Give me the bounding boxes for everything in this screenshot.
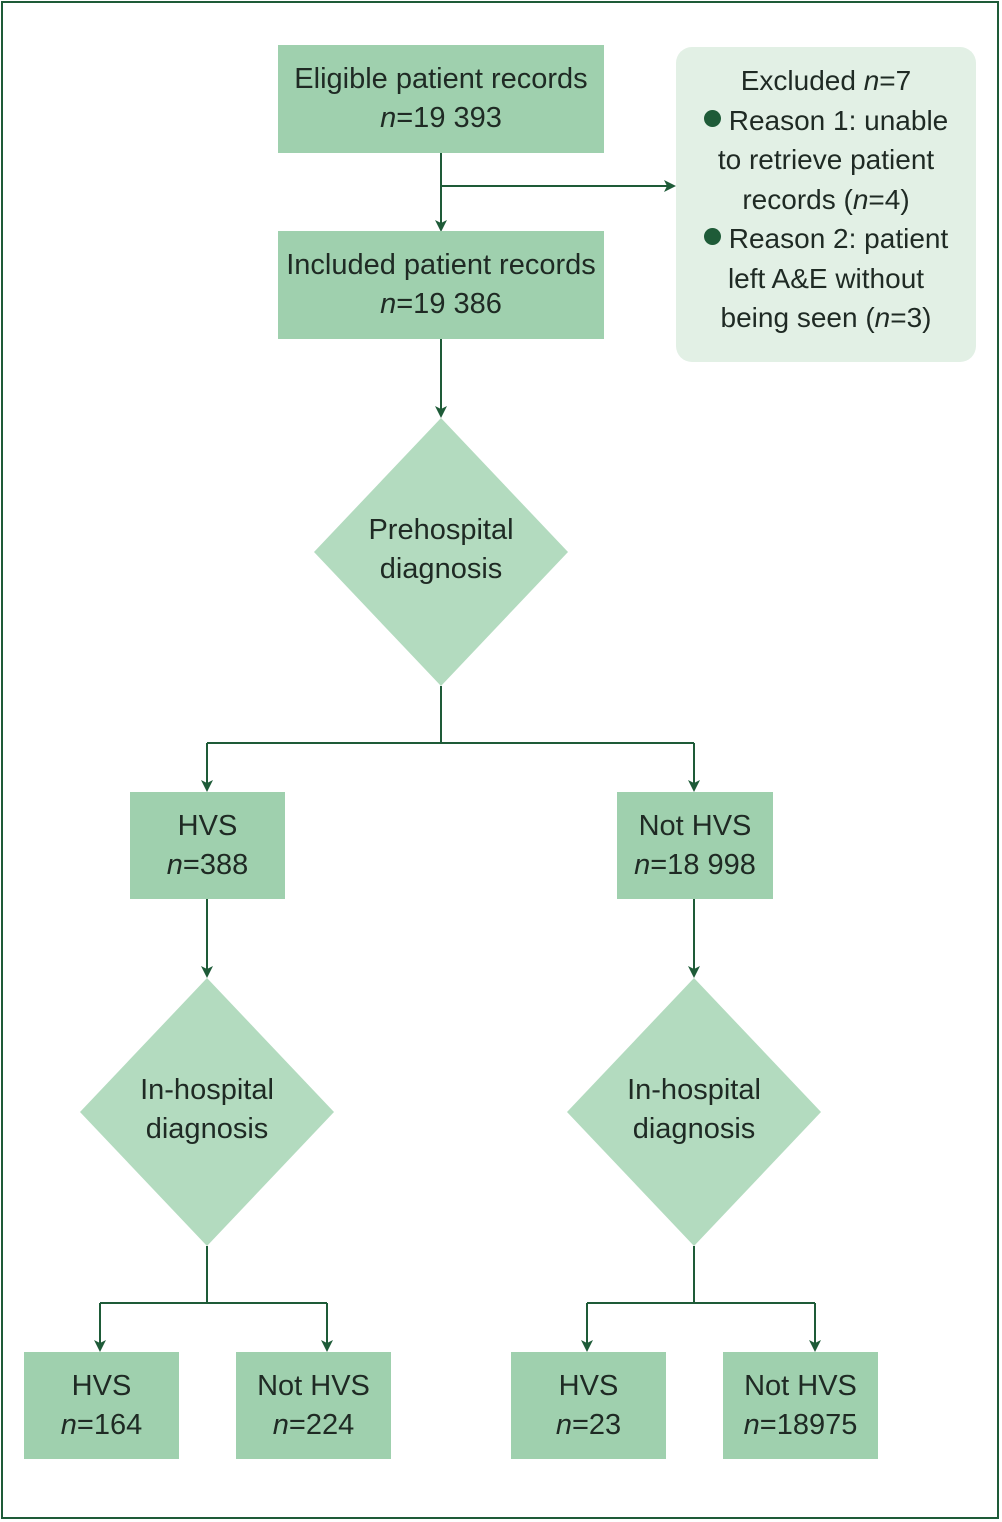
outcome-not-hvs-right-box: Not HVS n=18975 xyxy=(723,1352,878,1459)
bullet-icon xyxy=(703,109,721,127)
excluded-title: Excluded xyxy=(740,65,856,96)
inhospital-diamond-right xyxy=(567,978,821,1246)
excluded-reason-1-line-2: to retrieve patient xyxy=(717,144,935,175)
outcome-not-hvs-left-box: Not HVS n=224 xyxy=(236,1352,391,1459)
excluded-reason-1-line-3: records (n=4) xyxy=(742,183,910,215)
bullet-icon xyxy=(703,228,721,245)
eligible-n-prefix: n xyxy=(380,102,397,134)
eligible-n-value: =19 393 xyxy=(396,102,502,134)
included-n-value: =19 386 xyxy=(396,288,502,320)
included-records-box: Included patient records n=19 386 xyxy=(278,231,604,339)
outcome-hvs-right-box: HVS n=23 xyxy=(511,1352,666,1459)
eligible-records-box: Eligible patient records n=19 393 xyxy=(278,45,604,153)
excluded-reason-2-line-3: being seen (n=3) xyxy=(720,302,932,333)
inhospital-right-label: In-hospital diagnosis xyxy=(627,1074,761,1145)
pre-not-hvs-box: Not HVS n=18 998 xyxy=(617,792,773,899)
eligible-label: Eligible patient records xyxy=(294,63,588,95)
outcome-hvs-left-box: HVS n=164 xyxy=(24,1352,179,1459)
excluded-n-value: =7 xyxy=(879,65,912,96)
excluded-n-prefix: n xyxy=(863,65,880,96)
pre-hvs-box: HVS n=388 xyxy=(130,792,285,899)
included-label: Included patient records xyxy=(286,249,596,281)
excluded-box: Excluded n=7 Reason 1: unable to retriev… xyxy=(676,47,976,362)
inhospital-diamond-left xyxy=(80,978,334,1246)
excluded-reason-2-line-2: left A&E without xyxy=(727,262,925,294)
prehospital-diamond xyxy=(314,418,568,686)
inhospital-left-label: In-hospital diagnosis xyxy=(140,1074,274,1145)
prehospital-diamond-label: Prehospital diagnosis xyxy=(368,514,514,585)
excluded-reason-2: Reason 2: patient xyxy=(676,219,976,259)
excluded-reason-1: Reason 1: unable xyxy=(676,101,976,141)
